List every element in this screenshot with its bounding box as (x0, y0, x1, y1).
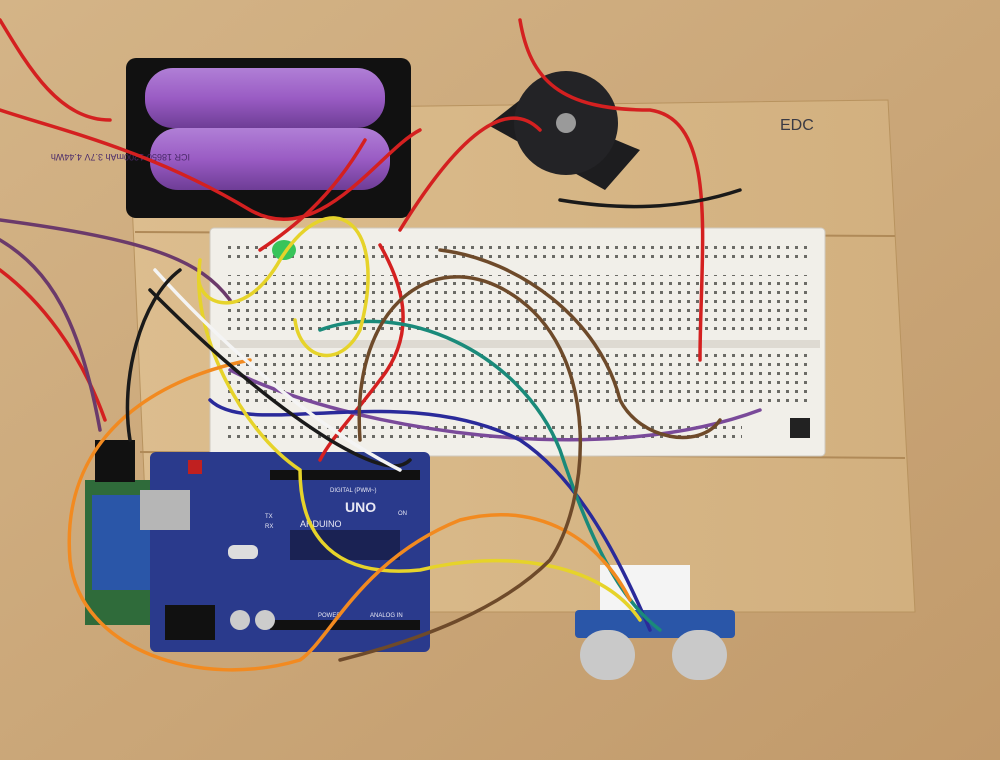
battery-label: ICR 18650-1200mAh 3.7V 4.44Wh (51, 152, 190, 162)
breadboard (209, 227, 826, 457)
arduino-logo: ARDUINO (300, 519, 342, 529)
arduino-uno-board: ARDUINO UNO DIGITAL (PWM~) POWER ANALOG … (140, 452, 430, 652)
push-button (790, 418, 810, 438)
power-header-label: POWER (318, 613, 341, 619)
analog-header-label: ANALOG IN (370, 613, 403, 619)
rx-label: RX (265, 524, 273, 530)
on-label: ON (398, 511, 407, 517)
jumper-wires (0, 18, 762, 672)
tx-label: TX (265, 514, 273, 520)
arduino-model: UNO (345, 499, 376, 515)
board-label: EDC (780, 117, 814, 134)
digital-header-label: DIGITAL (PWM~) (330, 488, 377, 494)
buzzer (488, 71, 640, 190)
